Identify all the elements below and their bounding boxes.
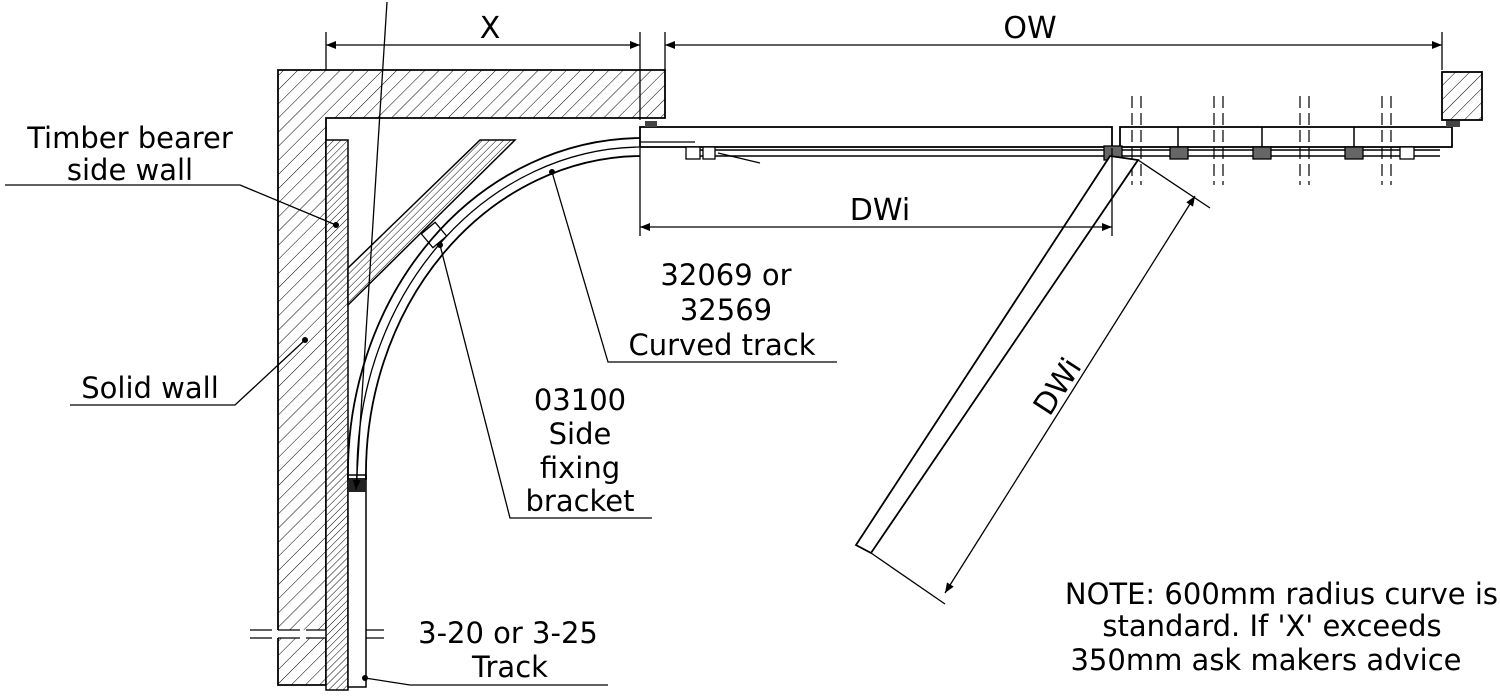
- right-wall-block: [1441, 71, 1483, 121]
- timber-bearer: [325, 139, 349, 691]
- label-curved-track-2: 32569: [680, 293, 772, 327]
- horizontal-track: [639, 96, 1460, 185]
- vertical-track: [347, 474, 367, 688]
- label-timber-bearer-2: side wall: [67, 153, 193, 187]
- leader-lines: [5, 171, 837, 686]
- note-line-1: NOTE: 600mm radius curve is: [1065, 577, 1498, 611]
- dimension-ow: [664, 32, 1443, 70]
- note-line-2: standard. If 'X' exceeds: [1102, 609, 1441, 643]
- dimension-x-label: X: [480, 11, 501, 46]
- label-curved-track-3: Curved track: [629, 328, 816, 362]
- label-side-bracket-2: Side: [549, 417, 612, 451]
- label-track-1: 3-20 or 3-25: [418, 616, 598, 650]
- label-side-bracket-4: bracket: [525, 484, 634, 518]
- note-line-3: 350mm ask makers advice: [1070, 643, 1461, 677]
- label-track-2: Track: [471, 650, 548, 684]
- dimension-x: [325, 32, 641, 120]
- label-timber-bearer-1: Timber bearer: [26, 121, 233, 155]
- label-side-bracket-1: 03100: [534, 383, 626, 417]
- label-side-bracket-3: fixing: [540, 451, 620, 485]
- side-fixing-bracket: [347, 139, 517, 307]
- label-solid-wall: Solid wall: [81, 371, 219, 405]
- dimension-dwi-diagonal: [870, 159, 1211, 605]
- dimension-dwi-diagonal-label: DWi: [1027, 352, 1089, 422]
- label-curved-track-1: 32069 or: [660, 258, 791, 292]
- dimension-ow-label: OW: [1003, 11, 1056, 46]
- dimension-dwi-horizontal-label: DWi: [850, 193, 910, 228]
